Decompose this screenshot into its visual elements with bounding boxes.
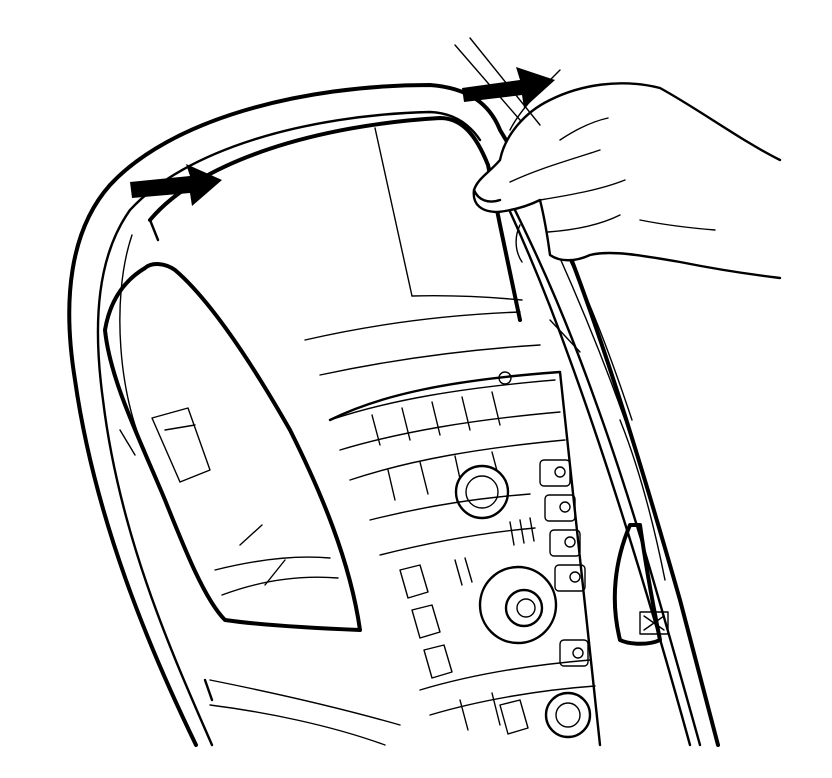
arrow-right <box>462 67 555 108</box>
display-screen <box>304 127 581 376</box>
technician-hand <box>472 82 782 280</box>
arrow-left <box>130 164 222 206</box>
bezel-retaining-clip <box>612 419 669 646</box>
radio-control-panel <box>328 370 602 747</box>
lower-trim <box>119 429 401 746</box>
left-vent-panel <box>103 234 362 632</box>
